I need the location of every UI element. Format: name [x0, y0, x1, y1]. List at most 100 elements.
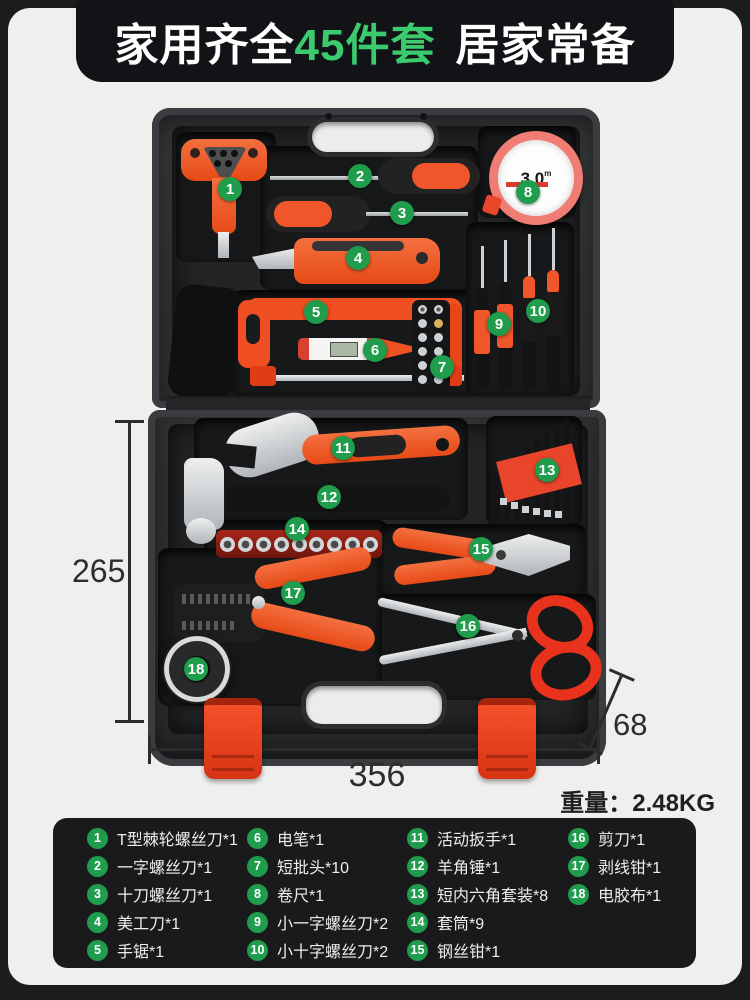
- precision-screwdriver: [545, 228, 561, 392]
- legend-label: 剥线钳*1: [598, 860, 662, 877]
- hacksaw-blade: [252, 375, 464, 381]
- legend-item: 15 钢丝钳*1: [407, 938, 568, 962]
- width-dimension-label: 356: [348, 756, 406, 794]
- precision-screwdriver: [474, 246, 490, 388]
- legend-label: 钢丝钳*1: [437, 944, 501, 961]
- screwdriver-shaft: [270, 176, 382, 180]
- tray-handle-cutout: [306, 686, 442, 724]
- legend-label: 电胶布*1: [598, 888, 662, 905]
- legend-label: 小一字螺丝刀*2: [277, 916, 389, 933]
- legend-badge: 5: [87, 939, 108, 961]
- screwdriver-handle: [266, 196, 370, 232]
- legend-label: 套筒*9: [437, 916, 485, 933]
- legend-badge: 18: [568, 883, 589, 905]
- voltage-tester-display: [330, 342, 358, 357]
- wire-stripper-bolt: [252, 596, 265, 609]
- legend-badge: 10: [247, 939, 268, 961]
- legend-label: 短批头*10: [277, 860, 350, 877]
- pliers-pivot: [496, 550, 506, 560]
- carry-handle-cutout: [312, 122, 434, 152]
- legend-item: 1 T型棘轮螺丝刀*1: [87, 826, 247, 850]
- legend-item: 8 卷尺*1: [247, 882, 407, 906]
- legend-badge: 1: [87, 827, 108, 849]
- legend-label: 卷尺*1: [277, 888, 325, 905]
- legend-label: 手锯*1: [117, 944, 165, 961]
- callout-badge-12: 12: [317, 485, 341, 509]
- callout-badge-14: 14: [285, 517, 309, 541]
- legend-item: 14 套筒*9: [407, 910, 568, 934]
- lid-grip-molding: [166, 282, 244, 402]
- legend-label: 十刀螺丝刀*1: [117, 888, 213, 905]
- screwdriver-handle: [378, 158, 480, 194]
- adjustable-wrench-hole: [436, 438, 449, 451]
- legend-badge: 4: [87, 911, 108, 933]
- callout-badge-4: 4: [346, 246, 370, 270]
- screw-dot: [325, 113, 332, 120]
- case-latch: [478, 698, 536, 779]
- legend-badge: 8: [247, 883, 268, 905]
- legend-badge: 11: [407, 827, 428, 849]
- legend-badge: 12: [407, 855, 428, 877]
- hex-key-tips: [500, 498, 507, 505]
- legend-badge: 13: [407, 883, 428, 905]
- bit-set-bits: [418, 305, 427, 314]
- legend-badge: 15: [407, 939, 428, 961]
- legend-badge: 6: [247, 827, 268, 849]
- legend-column-1: 1 T型棘轮螺丝刀*1 2 一字螺丝刀*1 3 十刀螺丝刀*1 4 美工刀*1 5 手锯*…: [87, 824, 247, 964]
- legend-item: 4 美工刀*1: [87, 910, 247, 934]
- legend-item: 18 电胶布*1: [568, 882, 688, 906]
- utility-knife-button: [416, 252, 428, 264]
- adjustable-wrench-grip: [347, 434, 407, 458]
- callout-badge-5: 5: [304, 300, 328, 324]
- callout-badge-2: 2: [348, 164, 372, 188]
- callout-badge-1: 1: [218, 177, 242, 201]
- legend-label: 羊角锤*1: [437, 860, 501, 877]
- tray-recess: [356, 594, 596, 700]
- callout-badge-11: 11: [331, 436, 355, 460]
- legend-badge: 2: [87, 855, 108, 877]
- legend-badge: 16: [568, 827, 589, 849]
- callout-badge-15: 15: [469, 537, 493, 561]
- legend-item: 12 羊角锤*1: [407, 854, 568, 878]
- hacksaw-clamp: [250, 366, 276, 386]
- callout-badge-8: 8: [516, 180, 540, 204]
- callout-badge-3: 3: [390, 201, 414, 225]
- legend-badge: 14: [407, 911, 428, 933]
- legend-item: 7 短批头*10: [247, 854, 407, 878]
- screwdriver-shaft: [366, 212, 468, 216]
- hacksaw-handle: [238, 300, 270, 368]
- height-dimension-line: [115, 420, 144, 723]
- legend-label: 剪刀*1: [598, 832, 646, 849]
- legend-badge: 3: [87, 883, 108, 905]
- banner-text-highlight: 45件套: [294, 21, 436, 70]
- legend-item: 6 电笔*1: [247, 826, 407, 850]
- claw-hammer-face: [186, 518, 216, 544]
- legend-label: 电笔*1: [277, 832, 325, 849]
- callout-badge-7: 7: [430, 355, 454, 379]
- callout-badge-17: 17: [281, 581, 305, 605]
- legend-label: 一字螺丝刀*1: [117, 860, 213, 877]
- bit-set-bits: [434, 305, 443, 314]
- legend-item: 5 手锯*1: [87, 938, 247, 962]
- legend-badge: 7: [247, 855, 268, 877]
- callout-badge-16: 16: [456, 614, 480, 638]
- banner-text-right: 居家常备: [455, 21, 636, 70]
- tape-measure: 3.0m: [489, 131, 583, 225]
- legend-item: 2 一字螺丝刀*1: [87, 854, 247, 878]
- parts-legend: 1 T型棘轮螺丝刀*1 2 一字螺丝刀*1 3 十刀螺丝刀*1 4 美工刀*1 5 手锯*…: [53, 818, 696, 968]
- legend-item: 16 剪刀*1: [568, 826, 688, 850]
- weight-label: 重量：: [560, 790, 633, 817]
- legend-label: T型棘轮螺丝刀*1: [117, 832, 238, 849]
- legend-label: 美工刀*1: [117, 916, 181, 933]
- weight-text: 重量：2.48KG: [460, 783, 715, 818]
